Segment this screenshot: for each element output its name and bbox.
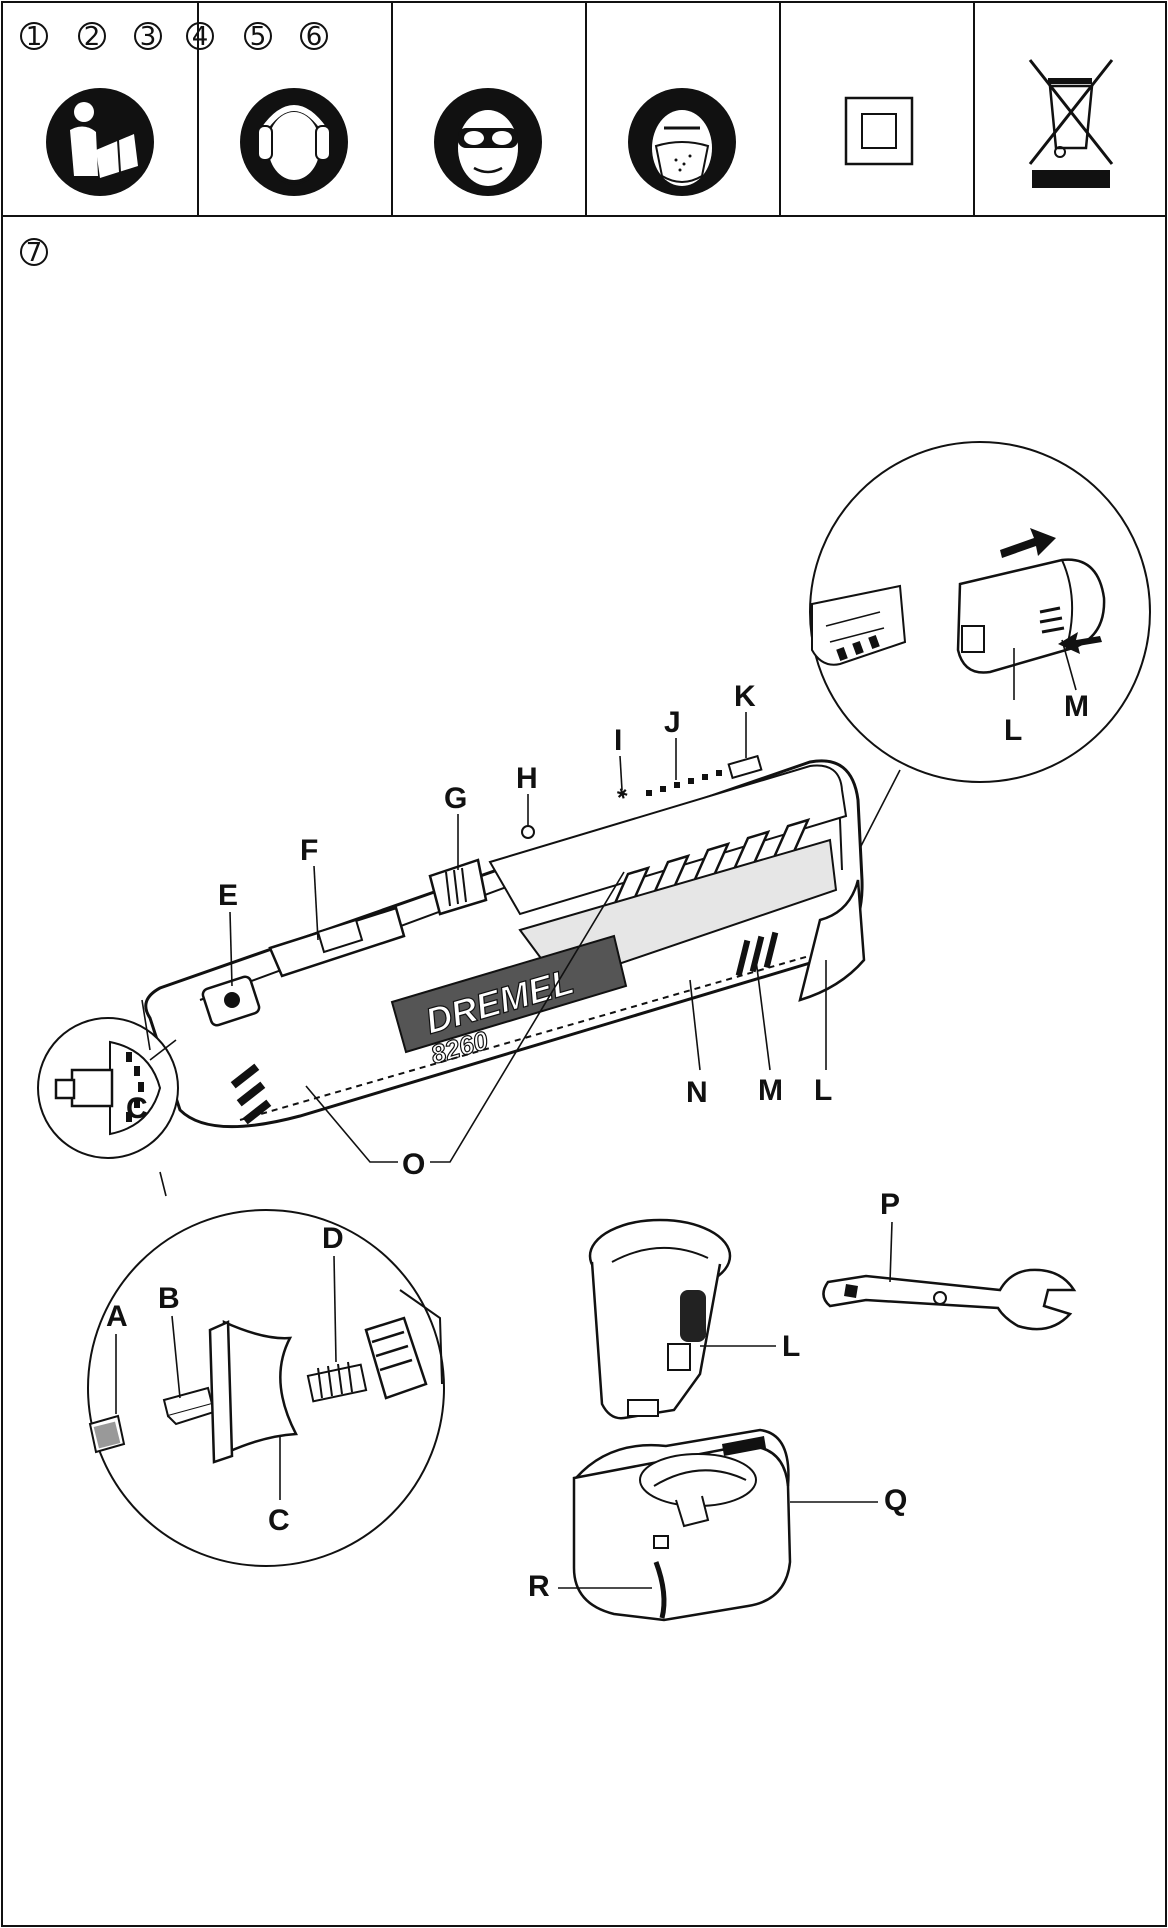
svg-text:7: 7 [26, 238, 43, 268]
label-L-detail: L [1004, 714, 1022, 747]
label-M-detail: M [1064, 690, 1089, 723]
label-O: O [402, 1148, 425, 1181]
eye-protection-icon [434, 88, 542, 196]
double-insulation-icon [844, 96, 914, 166]
dust-mask-icon [628, 88, 736, 196]
press-arrow-icon [1058, 632, 1102, 654]
nose-detail-circle [37, 1017, 179, 1159]
read-manual-icon [46, 88, 154, 196]
battery-detail-circle: L M [809, 441, 1151, 783]
label-H: H [516, 762, 538, 795]
collet-detail-circle [87, 1209, 445, 1567]
figure-number: 7 [20, 238, 48, 268]
symbol-number-5: 5 [244, 22, 272, 52]
label-A: A [106, 1300, 128, 1333]
symbol-number-2: 2 [78, 22, 106, 52]
detail-connector [859, 769, 901, 849]
label-G: G [444, 782, 467, 815]
label-M: M [758, 1074, 783, 1107]
label-N: N [686, 1076, 708, 1109]
weee-crossed-bin-icon [1028, 59, 1114, 188]
label-K: K [734, 680, 756, 713]
symbol-number-4: 4 [186, 22, 214, 52]
svg-text:5: 5 [250, 22, 267, 52]
svg-text:6: 6 [306, 22, 323, 52]
battery-charger [572, 1428, 792, 1622]
label-B: B [158, 1282, 180, 1315]
label-F: F [300, 834, 318, 867]
slide-arrow-icon [1000, 528, 1056, 558]
label-R: R [528, 1570, 550, 1603]
svg-text:✱: ✱ [615, 785, 631, 804]
svg-text:2: 2 [84, 22, 101, 52]
label-C-collet: C [268, 1504, 290, 1537]
label-I: I [614, 724, 622, 757]
label-L-tool: L [814, 1074, 832, 1107]
symbol-number-1: 1 [20, 22, 48, 52]
svg-text:1: 1 [26, 22, 43, 52]
label-E: E [218, 879, 238, 912]
label-D: D [322, 1222, 344, 1255]
label-J: J [664, 706, 681, 739]
label-L-battery: L [782, 1330, 800, 1363]
spanner-wrench [822, 1268, 1077, 1331]
label-C-nose: C [126, 1092, 148, 1125]
label-P: P [880, 1188, 900, 1221]
symbol-number-6: 6 [300, 22, 328, 52]
svg-text:4: 4 [192, 22, 209, 52]
detail-connector [159, 1171, 167, 1197]
ear-protection-icon [240, 88, 348, 196]
part-label-group: C E F G H I J K N M L O P L Q R A [106, 680, 907, 1603]
label-Q: Q [884, 1484, 907, 1517]
svg-text:3: 3 [140, 22, 157, 52]
symbol-number-3: 3 [134, 22, 162, 52]
battery-pack [588, 1218, 732, 1420]
